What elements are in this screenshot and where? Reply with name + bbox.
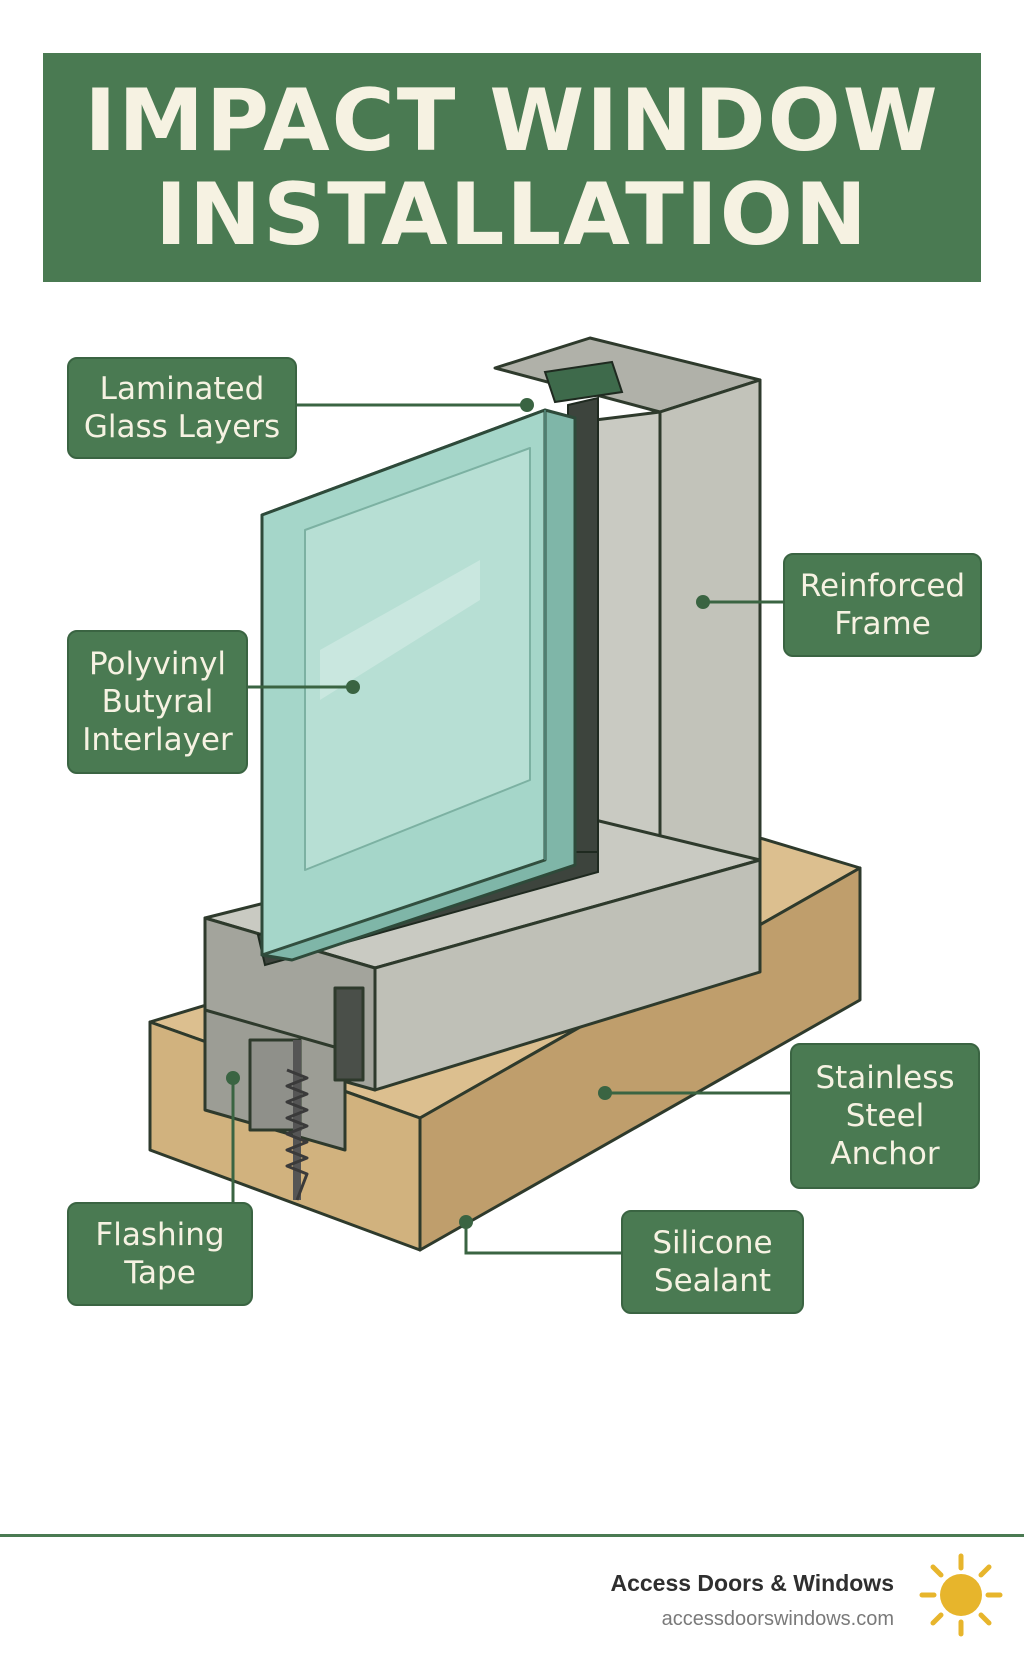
brand-url: accessdoorswindows.com	[661, 1608, 894, 1630]
callout-laminated-glass-line-1: Laminated	[99, 371, 265, 407]
callout-sealant: Silicone Sealant	[621, 1210, 804, 1314]
callout-anchor-line-3: Anchor	[830, 1136, 940, 1172]
callout-anchor-line-2: Steel	[845, 1098, 925, 1134]
callout-frame: Reinforced Frame	[783, 553, 982, 657]
leader-lines	[231, 403, 790, 1255]
laminated-glass	[260, 408, 577, 962]
callout-anchor: Stainless Steel Anchor	[790, 1043, 980, 1189]
callout-flashing-line-1: Flashing	[95, 1217, 225, 1253]
brand-block: Access Doors & Windows accessdoorswindow…	[610, 1568, 894, 1634]
dot-anchor	[598, 1086, 612, 1100]
callout-sealant-line-2: Sealant	[653, 1263, 772, 1299]
dot-pvb	[346, 680, 360, 694]
leader-dots	[226, 398, 710, 1229]
anchor-assembly	[203, 986, 365, 1201]
callout-flashing-line-2: Tape	[124, 1255, 196, 1291]
title-banner: IMPACT WINDOW INSTALLATION	[43, 53, 981, 282]
callout-sealant-line-1: Silicone	[652, 1225, 773, 1261]
callout-pvb-line-2: Butyral	[101, 684, 214, 720]
footer-divider	[0, 1534, 1024, 1537]
title-line-2: INSTALLATION	[155, 164, 869, 265]
callout-pvb-line-1: Polyvinyl	[88, 646, 227, 682]
brand-name: Access Doors & Windows	[610, 1570, 894, 1596]
dot-laminated-glass	[520, 398, 534, 412]
title-line-1: IMPACT WINDOW	[84, 70, 940, 171]
dot-frame	[696, 595, 710, 609]
dot-flashing	[226, 1071, 240, 1085]
sun-icon	[919, 1553, 1003, 1637]
callout-flashing: Flashing Tape	[67, 1202, 253, 1306]
callout-frame-line-2: Frame	[834, 606, 931, 642]
callout-laminated-glass: Laminated Glass Layers	[67, 357, 297, 459]
dot-sealant	[459, 1215, 473, 1229]
callout-anchor-line-1: Stainless	[815, 1060, 955, 1096]
callout-pvb-line-3: Interlayer	[82, 722, 233, 758]
callout-laminated-glass-line-2: Glass Layers	[83, 409, 281, 445]
callout-pvb: Polyvinyl Butyral Interlayer	[67, 630, 248, 774]
callout-frame-line-1: Reinforced	[799, 568, 966, 604]
